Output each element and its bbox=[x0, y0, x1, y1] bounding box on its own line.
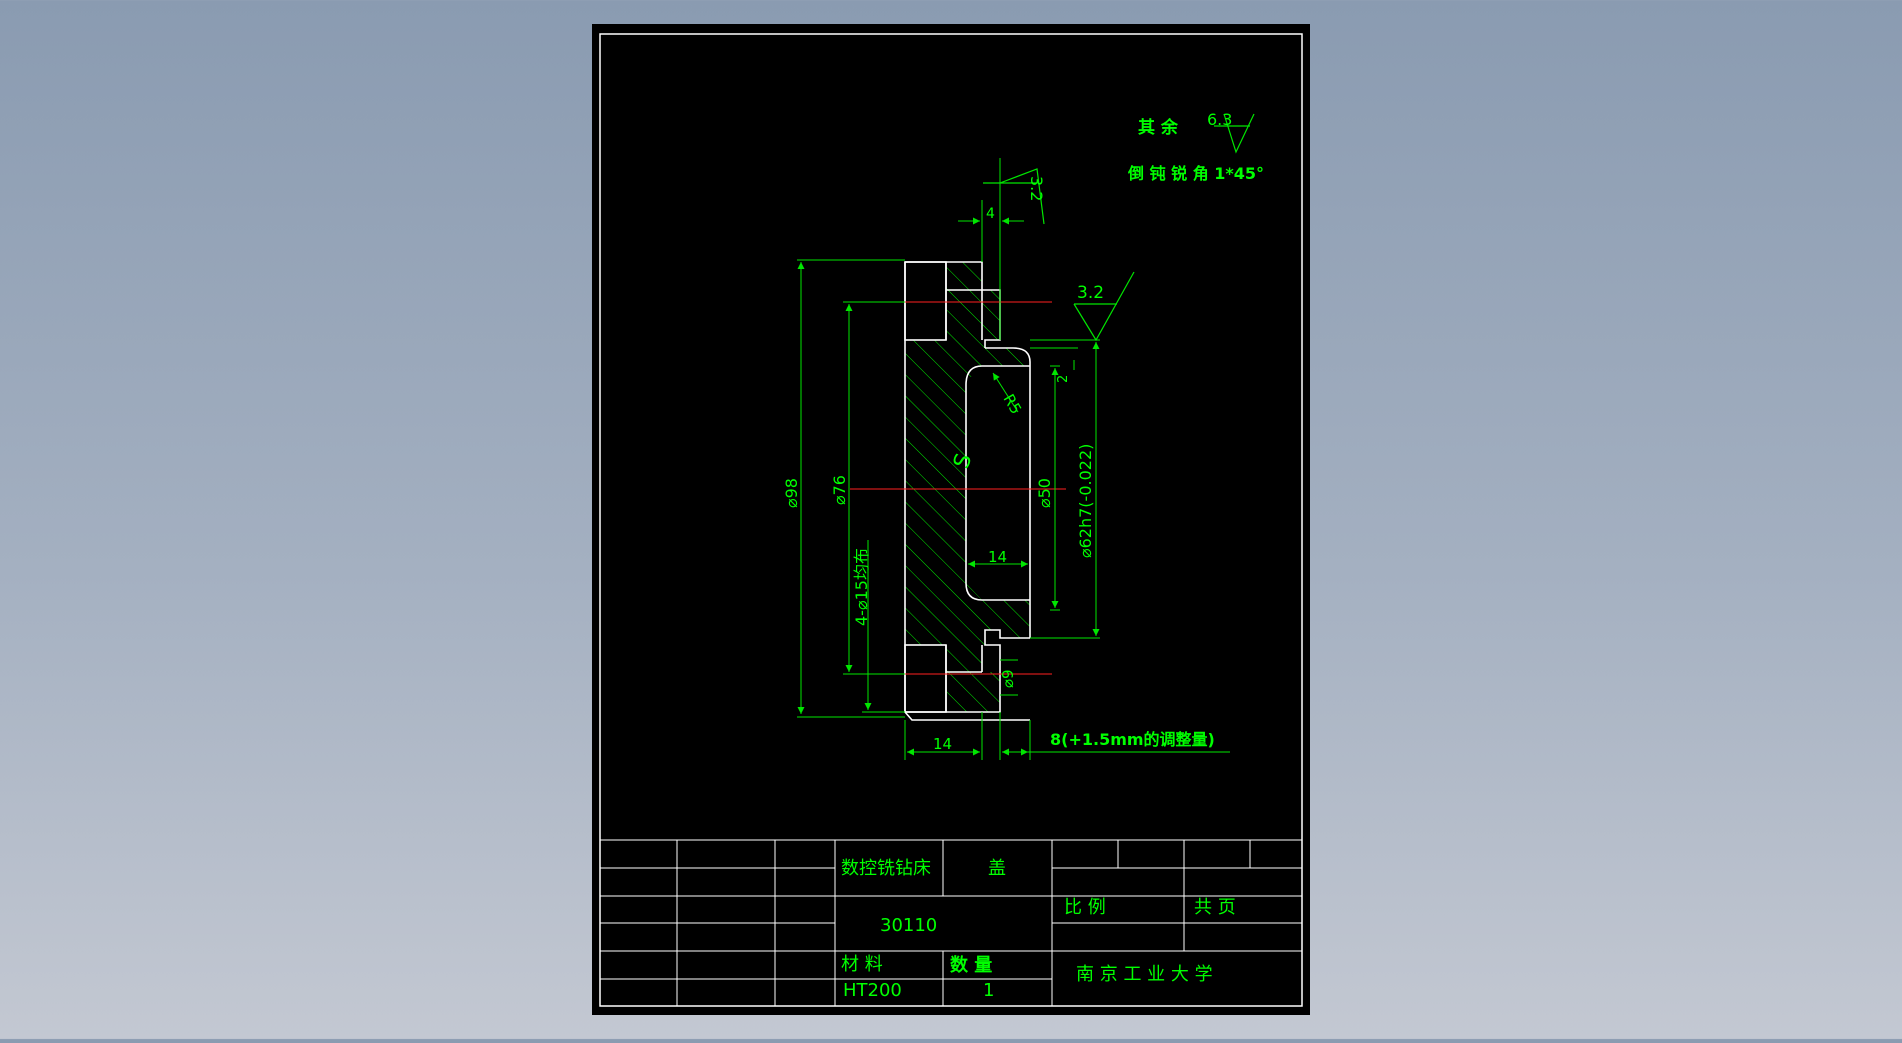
outer-diameter-dim: ⌀98 bbox=[782, 478, 801, 508]
dimension-lines bbox=[797, 158, 1230, 760]
part-name: 盖 bbox=[988, 858, 1006, 879]
section-hatch bbox=[905, 262, 1030, 712]
bolt-holes-dim: 4-⌀15均布 bbox=[852, 548, 871, 626]
sheets-label: 共 页 bbox=[1194, 897, 1236, 918]
roughness-value-flange: 3.2 bbox=[1027, 176, 1046, 201]
machine-name: 数控铣钻床 bbox=[841, 858, 931, 879]
scale-label: 比 例 bbox=[1064, 897, 1106, 918]
through-hole-dim: ⌀9 bbox=[999, 669, 1017, 688]
roughness-value-bore: 3.2 bbox=[1077, 283, 1104, 303]
annotation-text: 其 余 6.3 倒 钝 锐 角 1*45° 3.2 3.2 4 ⌀98 ⌀76 … bbox=[782, 110, 1264, 753]
centerlines bbox=[850, 301, 1066, 675]
drawing-number: 30110 bbox=[880, 915, 937, 936]
quantity-label: 数 量 bbox=[950, 954, 992, 976]
rest-surface-label: 其 余 bbox=[1138, 117, 1179, 138]
school-name: 南 京 工 业 大 学 bbox=[1076, 964, 1213, 985]
pocket-depth-dim: 14 bbox=[988, 548, 1007, 566]
spigot-step-dim: 2 bbox=[1056, 375, 1071, 383]
bolt-circle-dim: ⌀76 bbox=[830, 475, 849, 505]
chamfer-note: 倒 钝 锐 角 1*45° bbox=[1127, 164, 1264, 183]
spigot-diameter-dim: ⌀62h7(-0.022) bbox=[1076, 444, 1095, 558]
material-label: 材 料 bbox=[841, 954, 883, 975]
adjust-thickness-dim: 8(+1.5mm的调整量) bbox=[1050, 730, 1215, 749]
flange-gap-dim: 4 bbox=[986, 206, 995, 222]
quantity-value: 1 bbox=[983, 980, 994, 1001]
roughness-symbols bbox=[983, 113, 1255, 342]
inner-diameter-dim: ⌀50 bbox=[1035, 478, 1054, 508]
title-block bbox=[599, 839, 1303, 1007]
rest-roughness-value: 6.3 bbox=[1207, 110, 1232, 129]
flange-thickness-dim: 14 bbox=[933, 735, 952, 753]
material-value: HT200 bbox=[843, 980, 902, 1001]
title-block-text: 数控铣钻床 盖 30110 比 例 共 页 材 料 数 量 HT200 1 南 … bbox=[841, 858, 1236, 1001]
